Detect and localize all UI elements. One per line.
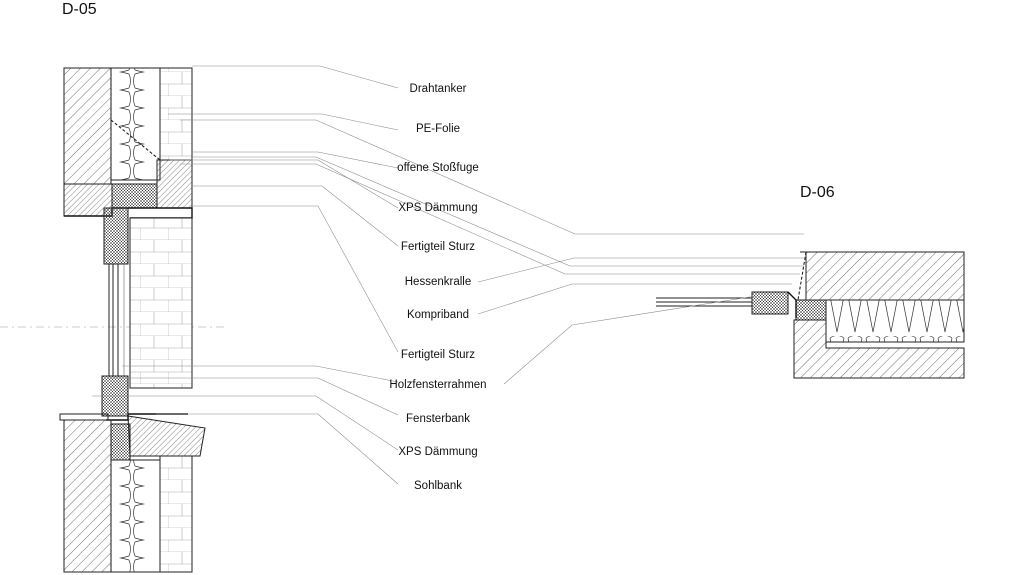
label-holzfensterrahmen: Holzfensterrahmen bbox=[389, 379, 486, 391]
label-drahtanker: Drahtanker bbox=[410, 83, 467, 95]
label-fensterbank: Fensterbank bbox=[406, 413, 470, 425]
label-pe-folie: PE-Folie bbox=[416, 123, 460, 135]
label-xps-daemmung-top: XPS Dämmung bbox=[398, 202, 477, 214]
label-hessenkralle: Hessenkralle bbox=[405, 276, 471, 288]
d05-section bbox=[0, 67, 225, 573]
d05-title: D-05 bbox=[62, 1, 97, 18]
leader-lines bbox=[92, 65, 806, 485]
label-xps-daemmung-bottom: XPS Dämmung bbox=[398, 446, 477, 458]
label-offene-stossfuge: offene Stoßfuge bbox=[397, 162, 479, 174]
d06-title: D-06 bbox=[800, 184, 835, 201]
d06-section bbox=[656, 251, 965, 379]
label-kompriband: Kompriband bbox=[407, 309, 469, 321]
annotation-labels: Drahtanker PE-Folie offene Stoßfuge XPS … bbox=[389, 83, 486, 492]
label-fertigteil-sturz-2: Fertigteil Sturz bbox=[401, 349, 475, 361]
label-fertigteil-sturz-1: Fertigteil Sturz bbox=[401, 241, 475, 253]
label-sohlbank: Sohlbank bbox=[414, 480, 462, 492]
